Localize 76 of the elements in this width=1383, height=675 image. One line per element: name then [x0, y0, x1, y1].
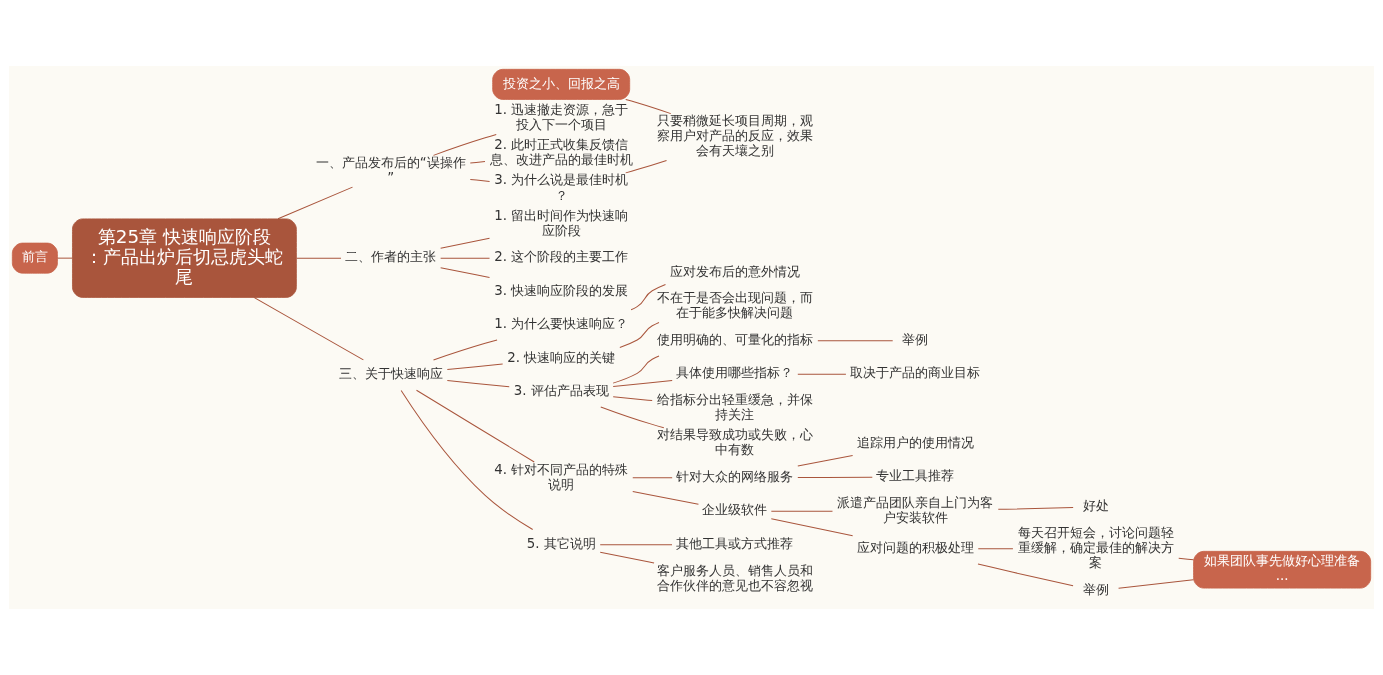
- connector: [625, 159, 668, 174]
- node-text: 1. 迅速撤走资源，急于投入下一个项目: [494, 102, 629, 133]
- node-text: 3. 快速响应阶段的发展: [494, 282, 629, 298]
- connector: [416, 389, 535, 463]
- node-text: 3. 评估产品表现: [513, 382, 609, 398]
- node-box: 前言: [11, 242, 58, 274]
- node-box: 投资之小、回报之高: [492, 68, 631, 100]
- connector: [612, 396, 653, 402]
- node-text: 具体使用哪些指标？: [676, 365, 794, 381]
- connector: [440, 257, 491, 259]
- connector: [612, 380, 673, 388]
- node-text: 使用明确的、可量化的指标: [656, 332, 813, 348]
- connector: [632, 491, 699, 505]
- connector: [977, 548, 1014, 550]
- connector: [1178, 557, 1194, 561]
- connector: [817, 340, 894, 342]
- connector: [612, 355, 660, 384]
- node-text: 3. 为什么说是最佳时机？: [494, 172, 629, 203]
- node-text: 应对问题的积极处理: [856, 540, 974, 556]
- node-text: 针对大众的网络服务: [676, 469, 794, 485]
- connector: [277, 186, 353, 220]
- node-text: 2. 此时正式收集反馈信息、改进产品的最佳时机: [489, 137, 633, 168]
- node-text: 2. 这个阶段的主要工作: [494, 249, 629, 265]
- node-text: 1. 留出时间作为快速响应阶段: [494, 207, 629, 238]
- connector: [770, 518, 854, 537]
- node-text: 对结果导致成功或失败，心中有数: [656, 427, 813, 458]
- node-text: 每天召开短会，讨论问题轻重缓解，确定最佳的解决方案: [1017, 524, 1174, 571]
- node-text: 二、作者的主张: [345, 249, 437, 265]
- connector: [997, 507, 1074, 510]
- connector: [1118, 579, 1194, 589]
- connector: [600, 406, 665, 429]
- connector: [619, 322, 660, 349]
- connector: [632, 477, 673, 479]
- node-text: 应对发布后的意外情况: [669, 263, 800, 279]
- connector: [625, 98, 672, 115]
- node-text: 派遣产品团队亲自上门为客户安装软件: [837, 494, 994, 525]
- node-text: 举例: [902, 332, 929, 348]
- connector: [440, 267, 491, 279]
- connector: [432, 134, 497, 156]
- node-box: 如果团队事先做好心理准备...: [1193, 550, 1372, 589]
- connector: [446, 363, 504, 371]
- node-text: 三、关于快速响应: [338, 366, 443, 382]
- node-text: 1. 为什么要快速响应？: [494, 316, 629, 332]
- node-box: 第25章 快速响应阶段：产品出炉后切忌虎头蛇尾: [72, 218, 297, 298]
- connector: [253, 296, 364, 361]
- connector: [433, 339, 498, 361]
- connector: [469, 161, 486, 164]
- node-text: 给指标分出轻重缓急，并保持关注: [656, 392, 813, 423]
- node-text: 专业工具推荐: [876, 468, 955, 484]
- connector: [296, 257, 342, 259]
- connector: [770, 510, 833, 512]
- node-text: 不在于是否会出现问题，而在于能多快解决问题: [656, 290, 813, 321]
- connector: [599, 544, 673, 546]
- node-text: 追踪用户的使用情况: [856, 434, 974, 450]
- connector: [440, 237, 491, 249]
- connector: [446, 380, 510, 388]
- node-text: 只要稍微延长项目周期，观察用户对产品的反应，效果会有天壤之别: [656, 113, 813, 159]
- node-text: 2. 快速响应的关键: [507, 349, 616, 365]
- connector: [599, 551, 655, 564]
- connector: [630, 284, 666, 311]
- connector: [469, 178, 491, 182]
- node-text: 5. 其它说明: [526, 535, 596, 551]
- connector: [400, 389, 534, 531]
- connector: [977, 563, 1074, 587]
- node-text: 其他工具或方式推荐: [676, 535, 794, 551]
- node-text: 举例: [1082, 581, 1109, 597]
- node-text: 4. 针对不同产品的特殊说明: [494, 461, 629, 492]
- node-text: 好处: [1082, 498, 1109, 514]
- node-text: 一、产品发布后的“误操作”: [315, 154, 466, 185]
- node-text: 企业级软件: [702, 502, 768, 518]
- connector: [797, 454, 854, 467]
- node-text: 取决于产品的商业目标: [850, 365, 981, 381]
- node-text: 客户服务人员、销售人员和合作伙伴的意见也不容忽视: [656, 562, 813, 593]
- connector: [57, 257, 73, 259]
- connector: [797, 476, 873, 479]
- connector: [797, 373, 847, 375]
